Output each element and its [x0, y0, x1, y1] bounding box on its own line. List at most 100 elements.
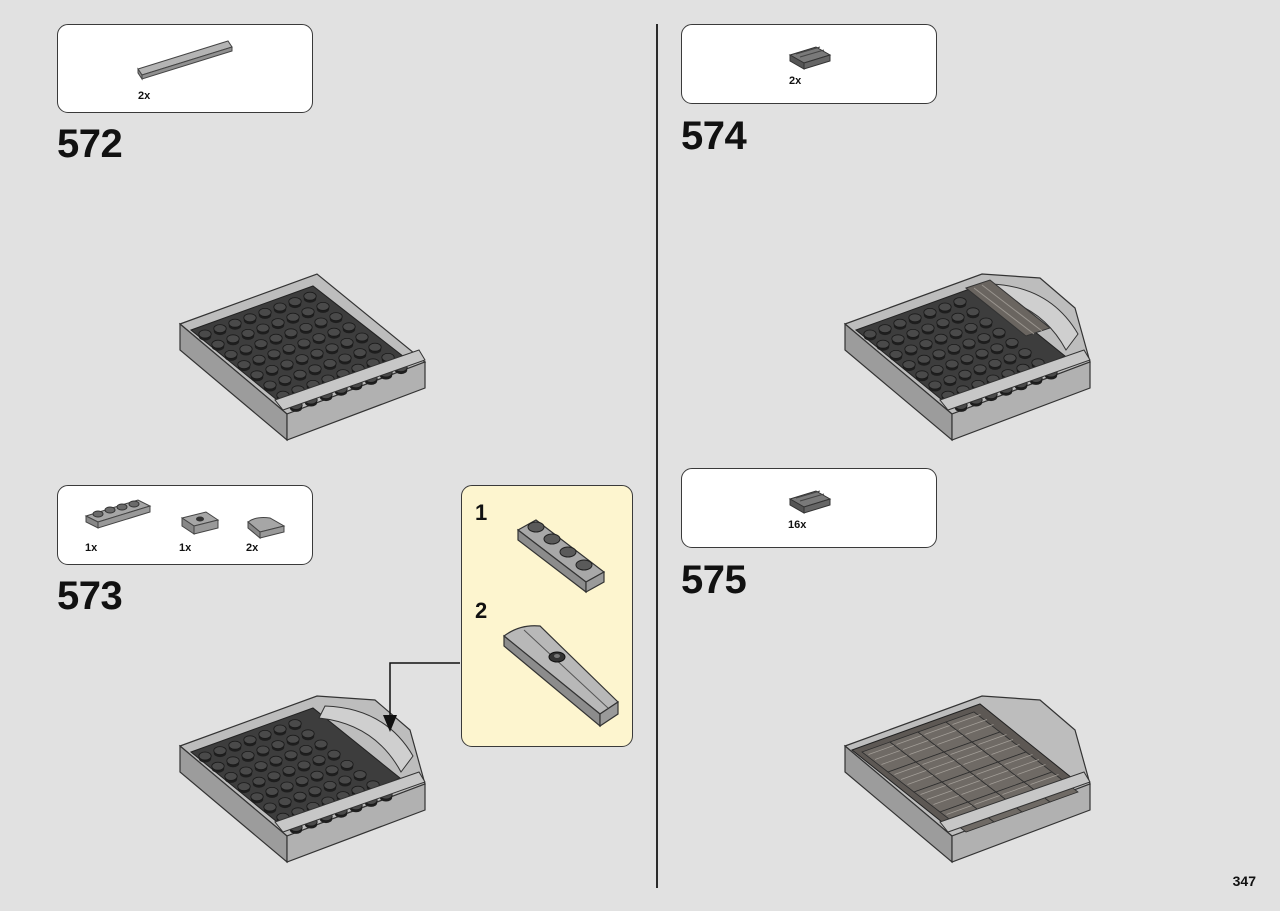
stud — [254, 761, 268, 770]
grille-slot — [907, 774, 936, 785]
grille-slot — [909, 744, 938, 755]
stud — [293, 791, 307, 801]
stud — [258, 730, 272, 739]
stud — [198, 329, 212, 339]
stud — [211, 339, 225, 349]
grille-slot — [930, 729, 960, 740]
stud — [947, 344, 961, 353]
stud — [949, 328, 963, 338]
stud — [876, 339, 890, 349]
grille-slot — [928, 759, 958, 770]
stud — [198, 751, 212, 761]
stud — [288, 297, 302, 306]
grille-slot — [1002, 784, 1031, 795]
part-qty: 16x — [788, 519, 807, 531]
stud — [919, 339, 933, 348]
stud — [368, 342, 382, 352]
stud — [338, 353, 352, 363]
stud — [252, 776, 266, 786]
stud — [256, 323, 270, 333]
stud — [265, 787, 279, 796]
plate-1x4-icon — [84, 499, 152, 529]
stud — [338, 775, 352, 785]
stud — [239, 344, 253, 354]
parts-callout-573: 1x 1x 2x — [57, 485, 313, 565]
stud — [325, 343, 339, 353]
parts-callout-572: 2x — [57, 24, 313, 113]
curved-slope-icon — [247, 517, 286, 540]
grille-tile-dark-icon — [788, 490, 832, 514]
stud — [958, 369, 972, 379]
grille-slot — [950, 744, 979, 755]
stud — [327, 749, 341, 759]
stud — [254, 339, 268, 348]
stud — [258, 308, 272, 317]
grille-slot — [946, 804, 975, 815]
stud — [288, 719, 302, 728]
stud — [284, 328, 298, 338]
stud — [228, 740, 242, 750]
grille-slot — [933, 794, 962, 805]
stud — [237, 782, 251, 791]
stud — [353, 770, 367, 779]
grille-slot — [958, 719, 988, 730]
stud — [353, 348, 367, 357]
grille-slot — [894, 764, 923, 775]
stud — [921, 323, 935, 333]
stud — [917, 354, 931, 364]
stud — [966, 307, 980, 317]
stud — [301, 729, 315, 739]
tile-1x6-light-gray-icon — [137, 40, 233, 81]
stud — [241, 329, 255, 338]
stud — [312, 755, 326, 764]
stud — [340, 338, 354, 347]
stud — [250, 370, 264, 380]
stud — [316, 302, 330, 311]
stud — [241, 751, 255, 760]
stud — [310, 770, 324, 780]
stud — [312, 333, 326, 342]
stud — [299, 745, 313, 754]
step-number-573: 573 — [57, 574, 123, 618]
grille-slot — [956, 749, 986, 760]
grille-slot — [874, 749, 904, 760]
stud — [325, 765, 339, 775]
stud — [301, 307, 315, 317]
stud — [973, 364, 987, 374]
stud — [934, 333, 948, 343]
grille-slot — [902, 739, 932, 750]
part-qty: 2x — [246, 542, 259, 554]
stud — [213, 746, 227, 755]
stud — [962, 338, 976, 348]
grille-slot — [991, 744, 1020, 755]
grille-slot — [974, 794, 1003, 805]
stud — [928, 380, 942, 390]
stud — [273, 724, 287, 734]
stud — [263, 380, 277, 390]
part-qty: 2x — [789, 75, 802, 87]
build-model-575 — [843, 695, 1091, 864]
step-number-575: 575 — [681, 558, 747, 602]
stud — [299, 323, 313, 332]
stud — [271, 740, 285, 749]
stud — [308, 786, 322, 796]
stud — [932, 349, 946, 359]
stud — [891, 334, 905, 344]
stud — [889, 350, 903, 359]
grille-slot — [920, 784, 949, 795]
stud — [237, 360, 251, 369]
stud — [271, 318, 285, 327]
grille-slot — [982, 769, 1012, 780]
stud — [224, 350, 238, 359]
stud — [904, 344, 918, 354]
stud — [314, 739, 328, 749]
grille-slot — [868, 744, 897, 755]
grille-slot — [976, 764, 1005, 775]
stud — [286, 734, 300, 744]
grille-slot — [922, 754, 951, 765]
stud — [263, 802, 277, 812]
stud — [340, 760, 354, 769]
stud — [314, 317, 328, 327]
grille-slot — [937, 734, 966, 745]
stud — [960, 354, 974, 363]
